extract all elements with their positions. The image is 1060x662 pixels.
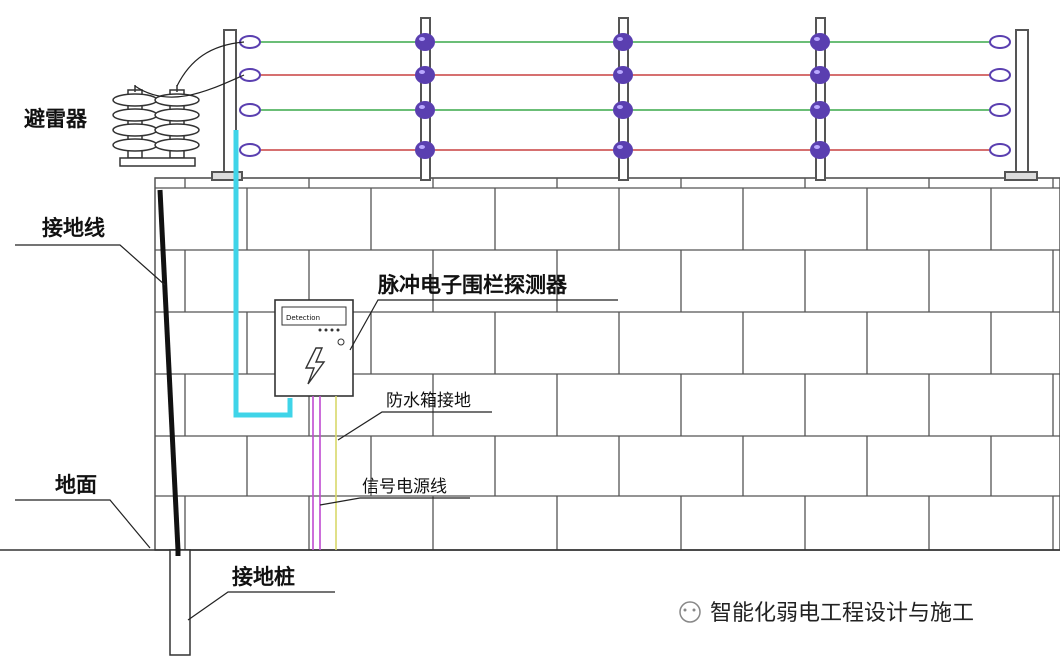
signal-power-line-label: 信号电源线	[362, 477, 447, 497]
arrester-wire	[176, 41, 245, 87]
ground-label: 地面	[55, 473, 97, 497]
cyan-cable	[233, 130, 293, 418]
lightning-bolt-icon	[304, 347, 326, 385]
insulator-highlight	[419, 37, 425, 41]
end-insulators	[239, 35, 1011, 157]
insulator-highlight	[617, 70, 623, 74]
ground-pile	[169, 549, 191, 656]
insulator-highlight	[419, 70, 425, 74]
insulator-highlight	[814, 37, 820, 41]
insulator	[613, 33, 633, 51]
insulator-highlight	[617, 105, 623, 109]
waterproof-box-ground-label: 防水箱接地	[386, 391, 471, 411]
watermark-text: 智能化弱电工程设计与施工	[710, 601, 974, 626]
insulator-highlight	[814, 145, 820, 149]
leader-lines	[15, 244, 618, 621]
insulator	[810, 141, 830, 159]
ground-wire	[157, 189, 181, 551]
insulator	[415, 66, 435, 84]
lightning-arrester	[112, 85, 200, 167]
insulator-highlight	[419, 105, 425, 109]
insulator-highlight	[814, 105, 820, 109]
fence-post	[815, 17, 826, 181]
fence-posts	[211, 17, 1038, 181]
insulator-highlight	[419, 145, 425, 149]
pulse-detector: Detection	[274, 299, 354, 397]
wechat-icon	[679, 601, 701, 623]
insulator-highlight	[617, 37, 623, 41]
insulator	[613, 66, 633, 84]
insulator	[810, 33, 830, 51]
insulator	[613, 141, 633, 159]
detector-label: 脉冲电子围栏探测器	[377, 273, 568, 297]
arrester-wire	[134, 74, 245, 98]
insulator	[810, 101, 830, 119]
fence-post	[618, 17, 629, 181]
watermark: 智能化弱电工程设计与施工	[679, 601, 974, 626]
insulator	[415, 101, 435, 119]
insulator	[415, 33, 435, 51]
lightning-arrester-label: 避雷器	[24, 107, 88, 131]
ground-wire-label: 接地线	[42, 216, 105, 240]
detector-device-label: Detection	[286, 314, 320, 322]
insulator-highlight	[617, 145, 623, 149]
insulator	[810, 66, 830, 84]
insulator	[415, 141, 435, 159]
insulator-highlight	[814, 70, 820, 74]
mid-insulators	[415, 33, 830, 159]
fence-post	[1015, 29, 1029, 181]
insulator	[613, 101, 633, 119]
ground-pile-label: 接地桩	[232, 565, 295, 589]
box-cables	[312, 396, 337, 550]
fence-post	[420, 17, 431, 181]
